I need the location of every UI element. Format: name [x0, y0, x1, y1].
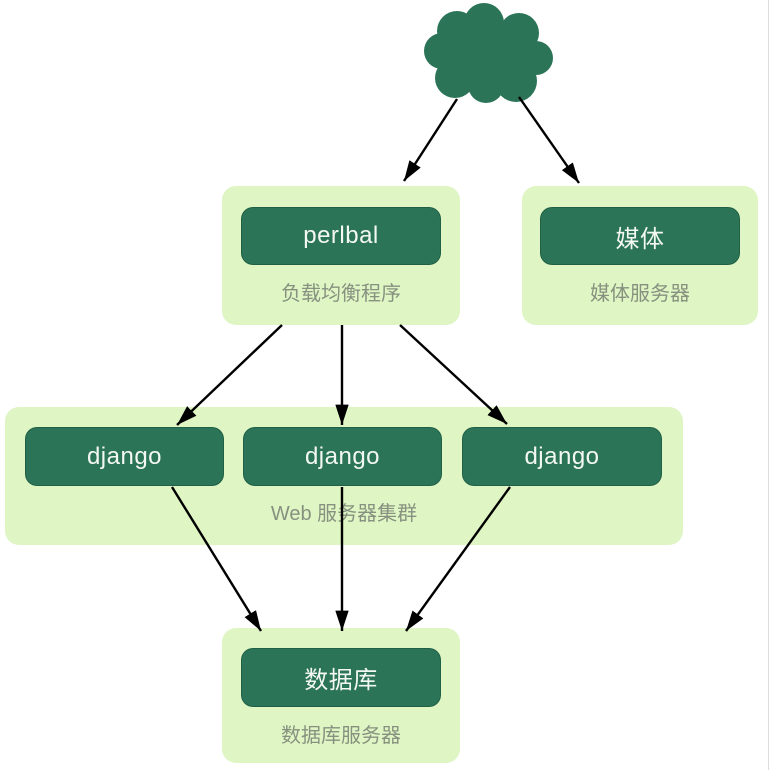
- node-django-2: django: [243, 427, 442, 486]
- node-database: 数据库: [241, 648, 441, 707]
- node-perlbal-label: perlbal: [303, 222, 379, 249]
- node-django-2-label: django: [304, 442, 381, 470]
- node-database-label: 数据库: [304, 667, 378, 694]
- caption-load-balancer: 负载均衡程序: [281, 283, 401, 305]
- node-django-3: django: [462, 427, 662, 486]
- caption-web-cluster: Web 服务器集群: [270, 503, 418, 525]
- edge-cloud-to-media-server: [518, 96, 580, 184]
- node-media-label: 媒体: [615, 225, 665, 253]
- edge-cloud-to-load-balancer: [402, 98, 459, 182]
- internet-cloud-icon: [424, 3, 553, 103]
- caption-database-server: 数据库服务器: [281, 725, 401, 747]
- node-django-1: django: [25, 427, 224, 486]
- node-perlbal: perlbal: [241, 207, 441, 265]
- caption-media-server: 媒体服务器: [590, 283, 690, 305]
- right-edge-divider: [768, 0, 769, 770]
- node-django-1-label: django: [86, 442, 163, 470]
- group-web-cluster: django django django Web 服务器集群: [5, 407, 683, 545]
- group-database: 数据库 数据库服务器: [222, 628, 460, 763]
- group-media-server: 媒体 媒体服务器: [522, 186, 758, 325]
- node-media: 媒体: [540, 207, 740, 265]
- group-load-balancer: perlbal 负载均衡程序: [222, 186, 460, 325]
- node-django-3-label: django: [524, 442, 600, 470]
